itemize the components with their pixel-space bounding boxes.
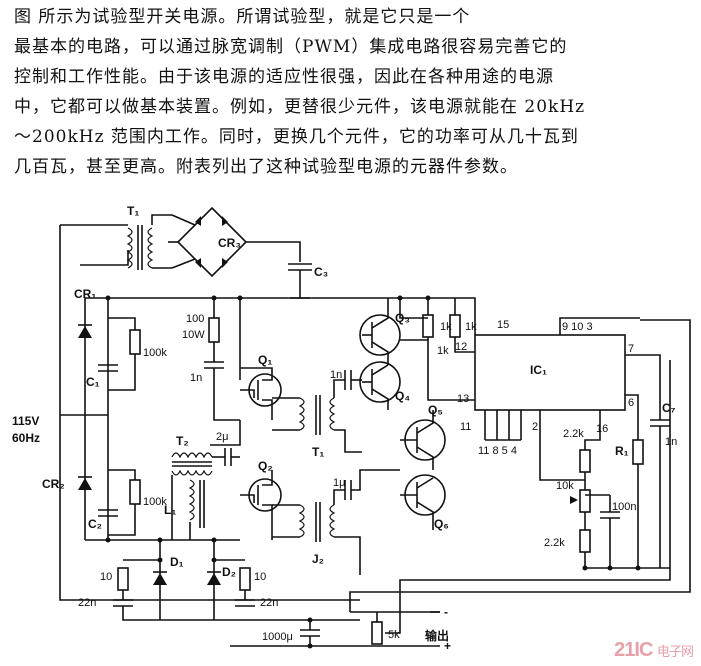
bridge-rectifier-cr3	[168, 206, 301, 278]
label-c1n-a: 1n	[190, 372, 202, 384]
label-pin16: 16	[596, 423, 608, 435]
label-d1: D₁	[170, 555, 184, 569]
drive-transformer-j2	[272, 469, 400, 575]
label-r100k-1: 100k	[143, 347, 167, 359]
label-cr2: CR₂	[42, 477, 65, 491]
label-t2: T₂	[176, 434, 189, 448]
label-plus: +	[444, 639, 451, 653]
watermark-brand: 21IC	[614, 639, 653, 661]
label-r1k-c: 1k	[437, 345, 449, 357]
label-c2: C₂	[88, 517, 102, 531]
label-r1: R₁	[615, 444, 629, 458]
snubber-r-c	[204, 298, 241, 421]
label-c100n: 100n	[612, 501, 636, 513]
label-d2: D₂	[222, 565, 236, 579]
label-c1u: 1μ	[333, 477, 345, 489]
description-line: 中，它都可以做基本装置。例如，更替很少元件，该电源就能在 20kHz	[14, 97, 586, 117]
label-q3: Q₃	[395, 311, 410, 325]
label-pin6: 6	[628, 397, 634, 409]
transistor-q5	[400, 410, 446, 470]
label-pin13: 13	[457, 393, 469, 405]
label-r1k-b: 1k	[465, 321, 477, 333]
label-c3: C₃	[314, 265, 328, 279]
label-q1: Q₁	[258, 353, 272, 367]
label-r10-b: 10	[254, 571, 266, 583]
label-r22k-a: 2.2k	[563, 428, 584, 440]
label-r1k-a: 1k	[440, 321, 452, 333]
junction-dots	[105, 295, 641, 649]
label-pins-top: 9 10 3	[562, 321, 593, 333]
label-c1: C₁	[86, 375, 100, 389]
label-minus: -	[444, 605, 448, 619]
drive-transformer-t1	[272, 370, 362, 453]
output-rectifiers	[113, 540, 360, 621]
description-line: 最基本的电路，可以通过脉宽调制（PWM）集成电路很容易完善它的	[14, 37, 568, 57]
label-r22k-b: 2.2k	[544, 537, 565, 549]
label-q4: Q₄	[395, 389, 410, 403]
label-ic1: IC₁	[530, 363, 547, 377]
label-c1000u: 1000μ	[262, 631, 293, 643]
label-r10w: 10W	[182, 329, 205, 341]
capacitor-c3	[288, 263, 312, 299]
description-line: ～200kHz 范围内工作。同时，更换几个元件，它的功率可从几十瓦到	[14, 127, 579, 147]
label-c7: C₇	[662, 401, 676, 415]
label-pin7: 7	[628, 343, 634, 355]
label-115v: 115V	[12, 414, 39, 428]
transformer-t2	[171, 420, 241, 540]
ic1-chip	[474, 317, 661, 481]
timing-network	[570, 419, 670, 569]
resistors-1k	[400, 297, 476, 401]
label-t1-top: T₁	[127, 204, 139, 218]
label-pin15: 15	[497, 319, 509, 331]
label-q2: Q₂	[258, 459, 273, 473]
label-r10k: 10k	[556, 480, 574, 492]
label-q5: Q₅	[428, 403, 443, 417]
label-c2u: 2μ	[216, 431, 228, 443]
label-c1n-b: 1n	[330, 369, 342, 381]
label-pin12: 12	[455, 341, 467, 353]
label-j2: J₂	[312, 552, 324, 566]
label-r10-a: 10	[100, 571, 112, 583]
label-r5k: 5k	[388, 629, 400, 641]
label-r100k-2: 100k	[143, 496, 167, 508]
description-line: 图 所示为试验型开关电源。所谓试验型，就是它只是一个	[14, 7, 471, 27]
label-c22n-a: 22n	[78, 597, 96, 609]
label-pin11: 11	[460, 421, 471, 433]
label-c1n-c: 1n	[665, 436, 677, 448]
label-l1: L₁	[164, 503, 176, 517]
rectifier-cr1-section	[60, 297, 360, 541]
label-pins-bottom: 11 8 5 4	[478, 445, 517, 457]
label-pin2: 2	[532, 421, 538, 433]
label-60hz: 60Hz	[12, 431, 40, 445]
label-output: 输出	[425, 628, 449, 643]
description-text: 图 所示为试验型开关电源。所谓试验型，就是它只是一个 最基本的电路，可以通过脉宽…	[14, 2, 698, 182]
watermark-logo: 21IC 电子网	[614, 639, 694, 662]
transistor-q1	[240, 367, 282, 420]
description-line: 几百瓦，甚至更高。附表列出了这种试验型电源的元器件参数。	[14, 157, 518, 177]
label-cr1: CR₁	[74, 287, 96, 301]
transistor-q6	[400, 474, 446, 530]
input-transformer-t1	[59, 214, 360, 601]
label-c22n-b: 22n	[260, 597, 278, 609]
label-q6: Q₆	[434, 517, 449, 531]
label-cr3: CR₃	[218, 236, 241, 250]
transistor-q4	[359, 339, 428, 410]
output-filter	[230, 319, 691, 647]
watermark-sub: 电子网	[656, 644, 694, 659]
label-t1-mid: T₁	[312, 445, 324, 459]
transistor-q3	[359, 297, 428, 365]
description-line: 控制和工作性能。由于该电源的适应性很强，因此在各种用途的电源	[14, 67, 554, 87]
label-r100: 100	[186, 313, 204, 325]
